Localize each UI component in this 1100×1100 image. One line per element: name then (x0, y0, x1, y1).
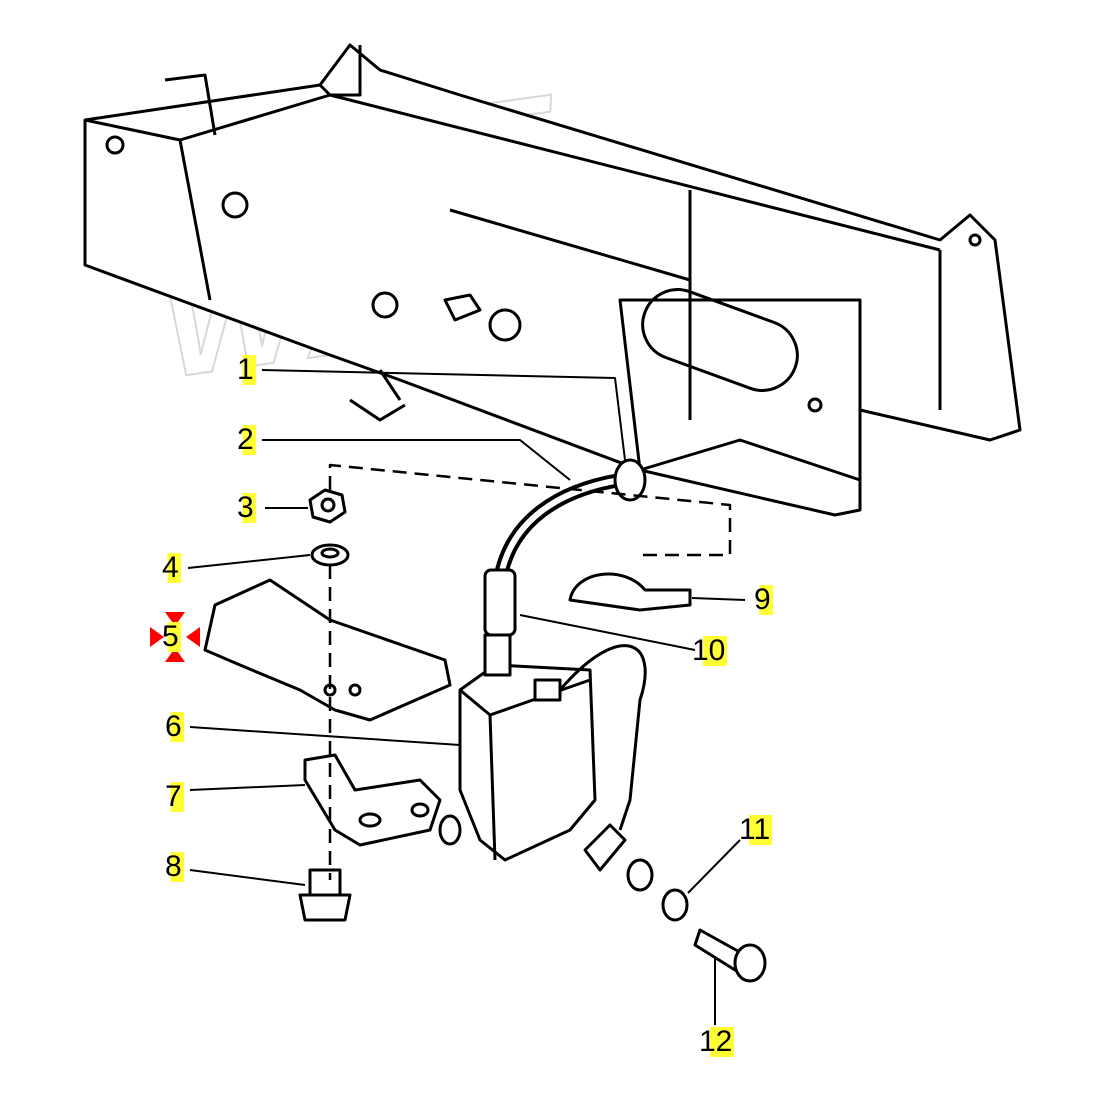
callout-8[interactable]: 8 (163, 850, 184, 883)
terminal-washers (583, 823, 689, 922)
callout-7[interactable]: 7 (163, 780, 184, 813)
ignition-coil (438, 633, 647, 862)
nut (308, 488, 347, 524)
screw (693, 928, 767, 983)
callout-1[interactable]: 1 (235, 353, 256, 386)
callout-3[interactable]: 3 (235, 491, 256, 524)
callout-10[interactable]: 10 (690, 634, 728, 667)
callout-12[interactable]: 12 (697, 1025, 735, 1058)
red-arrows-icon (150, 612, 200, 662)
selected-callout-marker (150, 612, 200, 662)
spark-plug-cap (568, 572, 692, 612)
bracket (303, 753, 442, 847)
callout-6[interactable]: 6 (163, 710, 184, 743)
callout-4[interactable]: 4 (160, 551, 181, 584)
frame-rail (83, 43, 1022, 517)
callout-11[interactable]: 11 (737, 813, 773, 846)
heat-shield-plate (203, 578, 452, 722)
bolt (298, 868, 352, 922)
leader-lines (187, 369, 746, 1025)
callout-9[interactable]: 9 (752, 583, 773, 616)
callout-2[interactable]: 2 (235, 423, 256, 456)
dashed-assembly-lines (328, 463, 732, 880)
callout-5[interactable]: 5 (160, 620, 181, 653)
hv-lead (483, 458, 647, 637)
washer (310, 543, 350, 567)
